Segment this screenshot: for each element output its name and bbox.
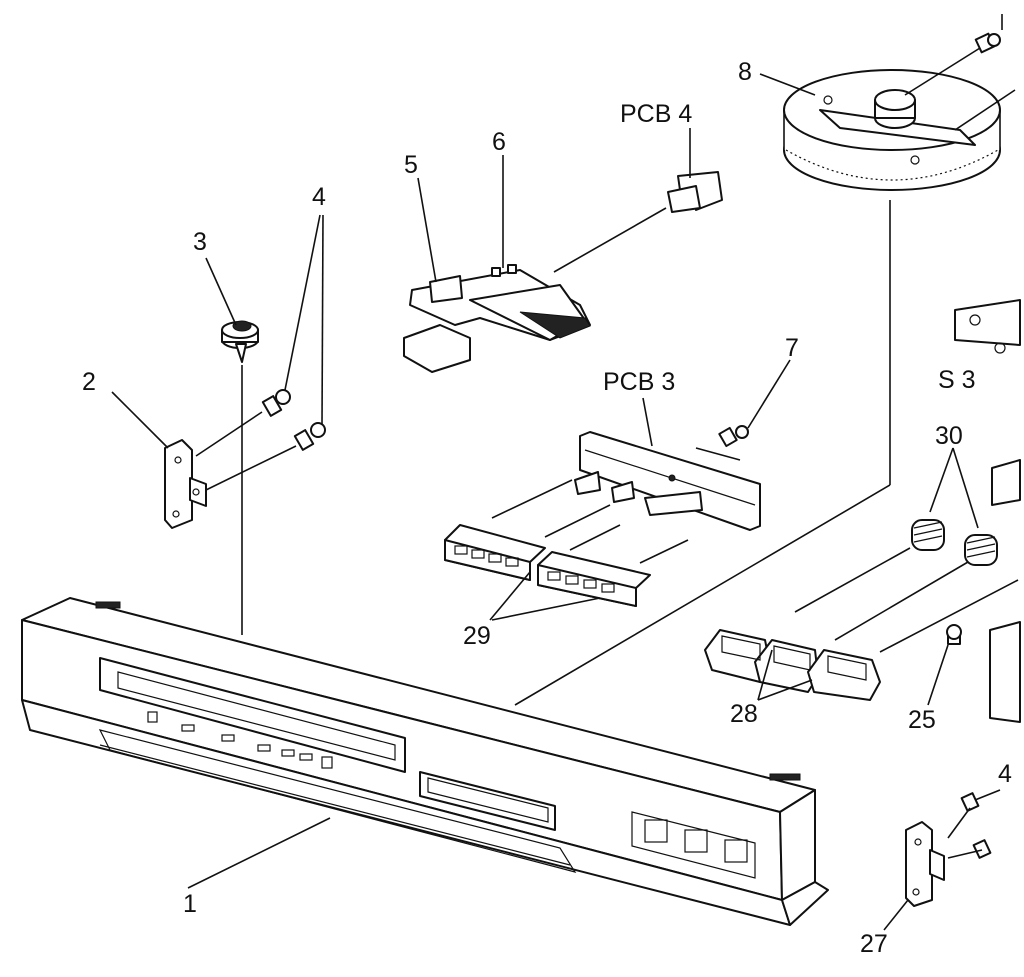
callout-3: 3 [193, 228, 207, 256]
callout-pcb3: PCB 3 [603, 368, 675, 396]
callout-pcb4: PCB 4 [620, 100, 692, 128]
dial-part-8 [783, 69, 1001, 191]
screw-part-7 [718, 425, 749, 448]
callout-25: 25 [908, 706, 936, 734]
side-plate [989, 459, 1021, 723]
pcb4-part [667, 171, 723, 213]
callout-s3: S 3 [938, 366, 976, 394]
button-set-part-29 [444, 524, 651, 607]
switch-s3 [954, 299, 1021, 354]
bracket-part-27 [905, 792, 992, 907]
pcb3-part [574, 431, 761, 531]
callout-4-right: 4 [998, 760, 1012, 788]
keys-part-28 [704, 629, 881, 701]
control-panel-part-1 [21, 597, 829, 926]
knob-part-3 [221, 320, 259, 363]
callout-4: 4 [312, 183, 326, 211]
callout-labels: 1 2 3 4 4 5 6 7 8 25 27 28 29 30 PCB 3 P… [82, 58, 1012, 958]
callout-27: 27 [860, 930, 888, 958]
screw-top-right [974, 32, 1001, 54]
callout-6: 6 [492, 128, 506, 156]
callout-2: 2 [82, 368, 96, 396]
callout-7: 7 [785, 334, 799, 362]
spring-part-30 [911, 519, 998, 566]
callout-5: 5 [404, 151, 418, 179]
screw-part-25 [946, 624, 962, 645]
callout-8: 8 [738, 58, 752, 86]
board-part-5-6 [403, 264, 591, 373]
bracket-part-2 [164, 439, 207, 529]
callout-1: 1 [183, 890, 197, 918]
callout-30: 30 [935, 422, 963, 450]
leader-lines [111, 14, 1019, 931]
callout-29: 29 [463, 622, 491, 650]
callout-28: 28 [730, 700, 758, 728]
screw-part-4 [261, 389, 326, 451]
